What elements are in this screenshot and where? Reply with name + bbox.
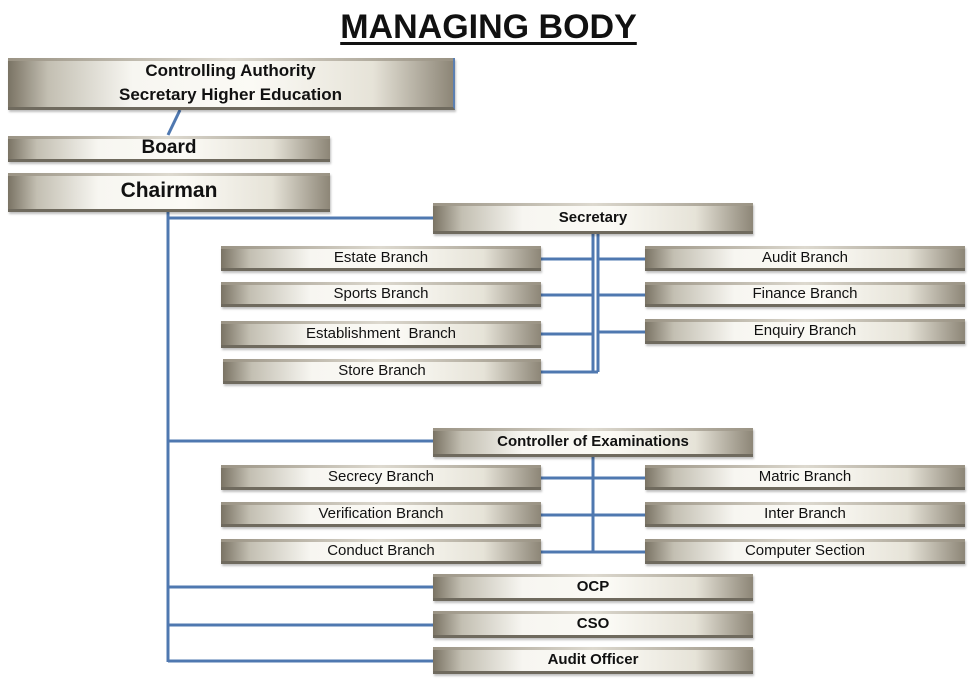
verification-branch-label: Verification Branch [318,504,444,522]
controlling-authority-box: Controlling Authority Secretary Higher E… [8,58,455,110]
matric-branch-label: Matric Branch [758,467,852,485]
audit-officer-label: Audit Officer [547,650,639,668]
secrecy-branch-box: Secrecy Branch [221,465,541,490]
chairman-label: Chairman [120,179,218,202]
ocp-label: OCP [576,577,610,595]
inter-branch-label: Inter Branch [764,504,846,522]
computer-section-label: Computer Section [744,541,866,559]
store-branch-label: Store Branch [338,361,426,379]
establishment-branch-box: Establishment Branch [221,321,541,348]
controller-box: Controller of Examinations [433,428,753,457]
verification-branch-box: Verification Branch [221,502,541,527]
establishment-branch-label: Establishment Branch [305,324,457,342]
conduct-branch-box: Conduct Branch [221,539,541,564]
cso-label: CSO [576,614,610,632]
store-branch-box: Store Branch [223,359,541,384]
audit-officer-box: Audit Officer [433,647,753,674]
controlling-authority-line1: Controlling Authority [145,60,316,80]
enquiry-branch-label: Enquiry Branch [753,321,857,339]
board-label: Board [141,136,197,158]
cso-box: CSO [433,611,753,638]
secretary-box: Secretary [433,203,753,234]
sports-branch-box: Sports Branch [221,282,541,307]
secrecy-branch-label: Secrecy Branch [328,467,434,485]
board-box: Board [8,136,330,162]
sports-branch-label: Sports Branch [333,284,429,302]
chairman-box: Chairman [8,173,330,212]
secretary-label: Secretary [558,208,628,226]
conduct-branch-label: Conduct Branch [327,541,435,559]
controlling-authority-line2: Secretary Higher Education [119,84,342,104]
audit-branch-box: Audit Branch [645,246,965,271]
matric-branch-box: Matric Branch [645,465,965,490]
computer-section-box: Computer Section [645,539,965,564]
ocp-box: OCP [433,574,753,601]
finance-branch-box: Finance Branch [645,282,965,307]
enquiry-branch-box: Enquiry Branch [645,319,965,344]
audit-branch-label: Audit Branch [762,248,848,266]
controller-label: Controller of Examinations [497,432,689,450]
inter-branch-box: Inter Branch [645,502,965,527]
finance-branch-label: Finance Branch [752,284,858,302]
page-title: MANAGING BODY [340,8,637,46]
estate-branch-box: Estate Branch [221,246,541,271]
estate-branch-label: Estate Branch [333,248,429,266]
